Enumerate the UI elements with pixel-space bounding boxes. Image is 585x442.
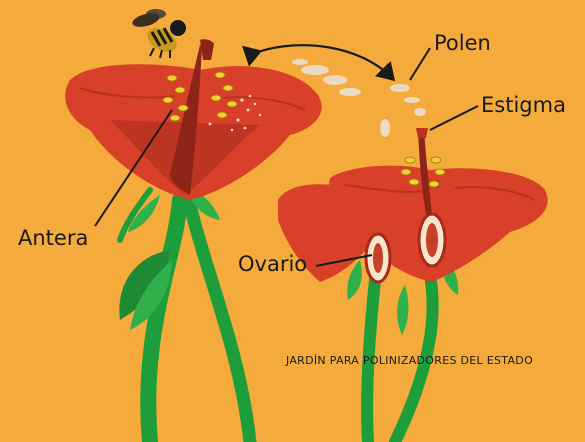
label-antera: Antera [18,226,89,250]
swap-arrow-icon [242,44,396,82]
leaves [119,185,459,335]
label-estigma: Estigma [481,93,566,117]
credit-text: JARDÍN PARA POLINIZADORES DEL ESTADO [286,354,534,367]
label-ovario: Ovario [238,252,308,276]
right-flowers [278,128,548,284]
label-polen: Polen [434,31,491,55]
left-flower [65,39,322,200]
leader-lines [94,47,479,267]
bee-icon [132,9,186,59]
